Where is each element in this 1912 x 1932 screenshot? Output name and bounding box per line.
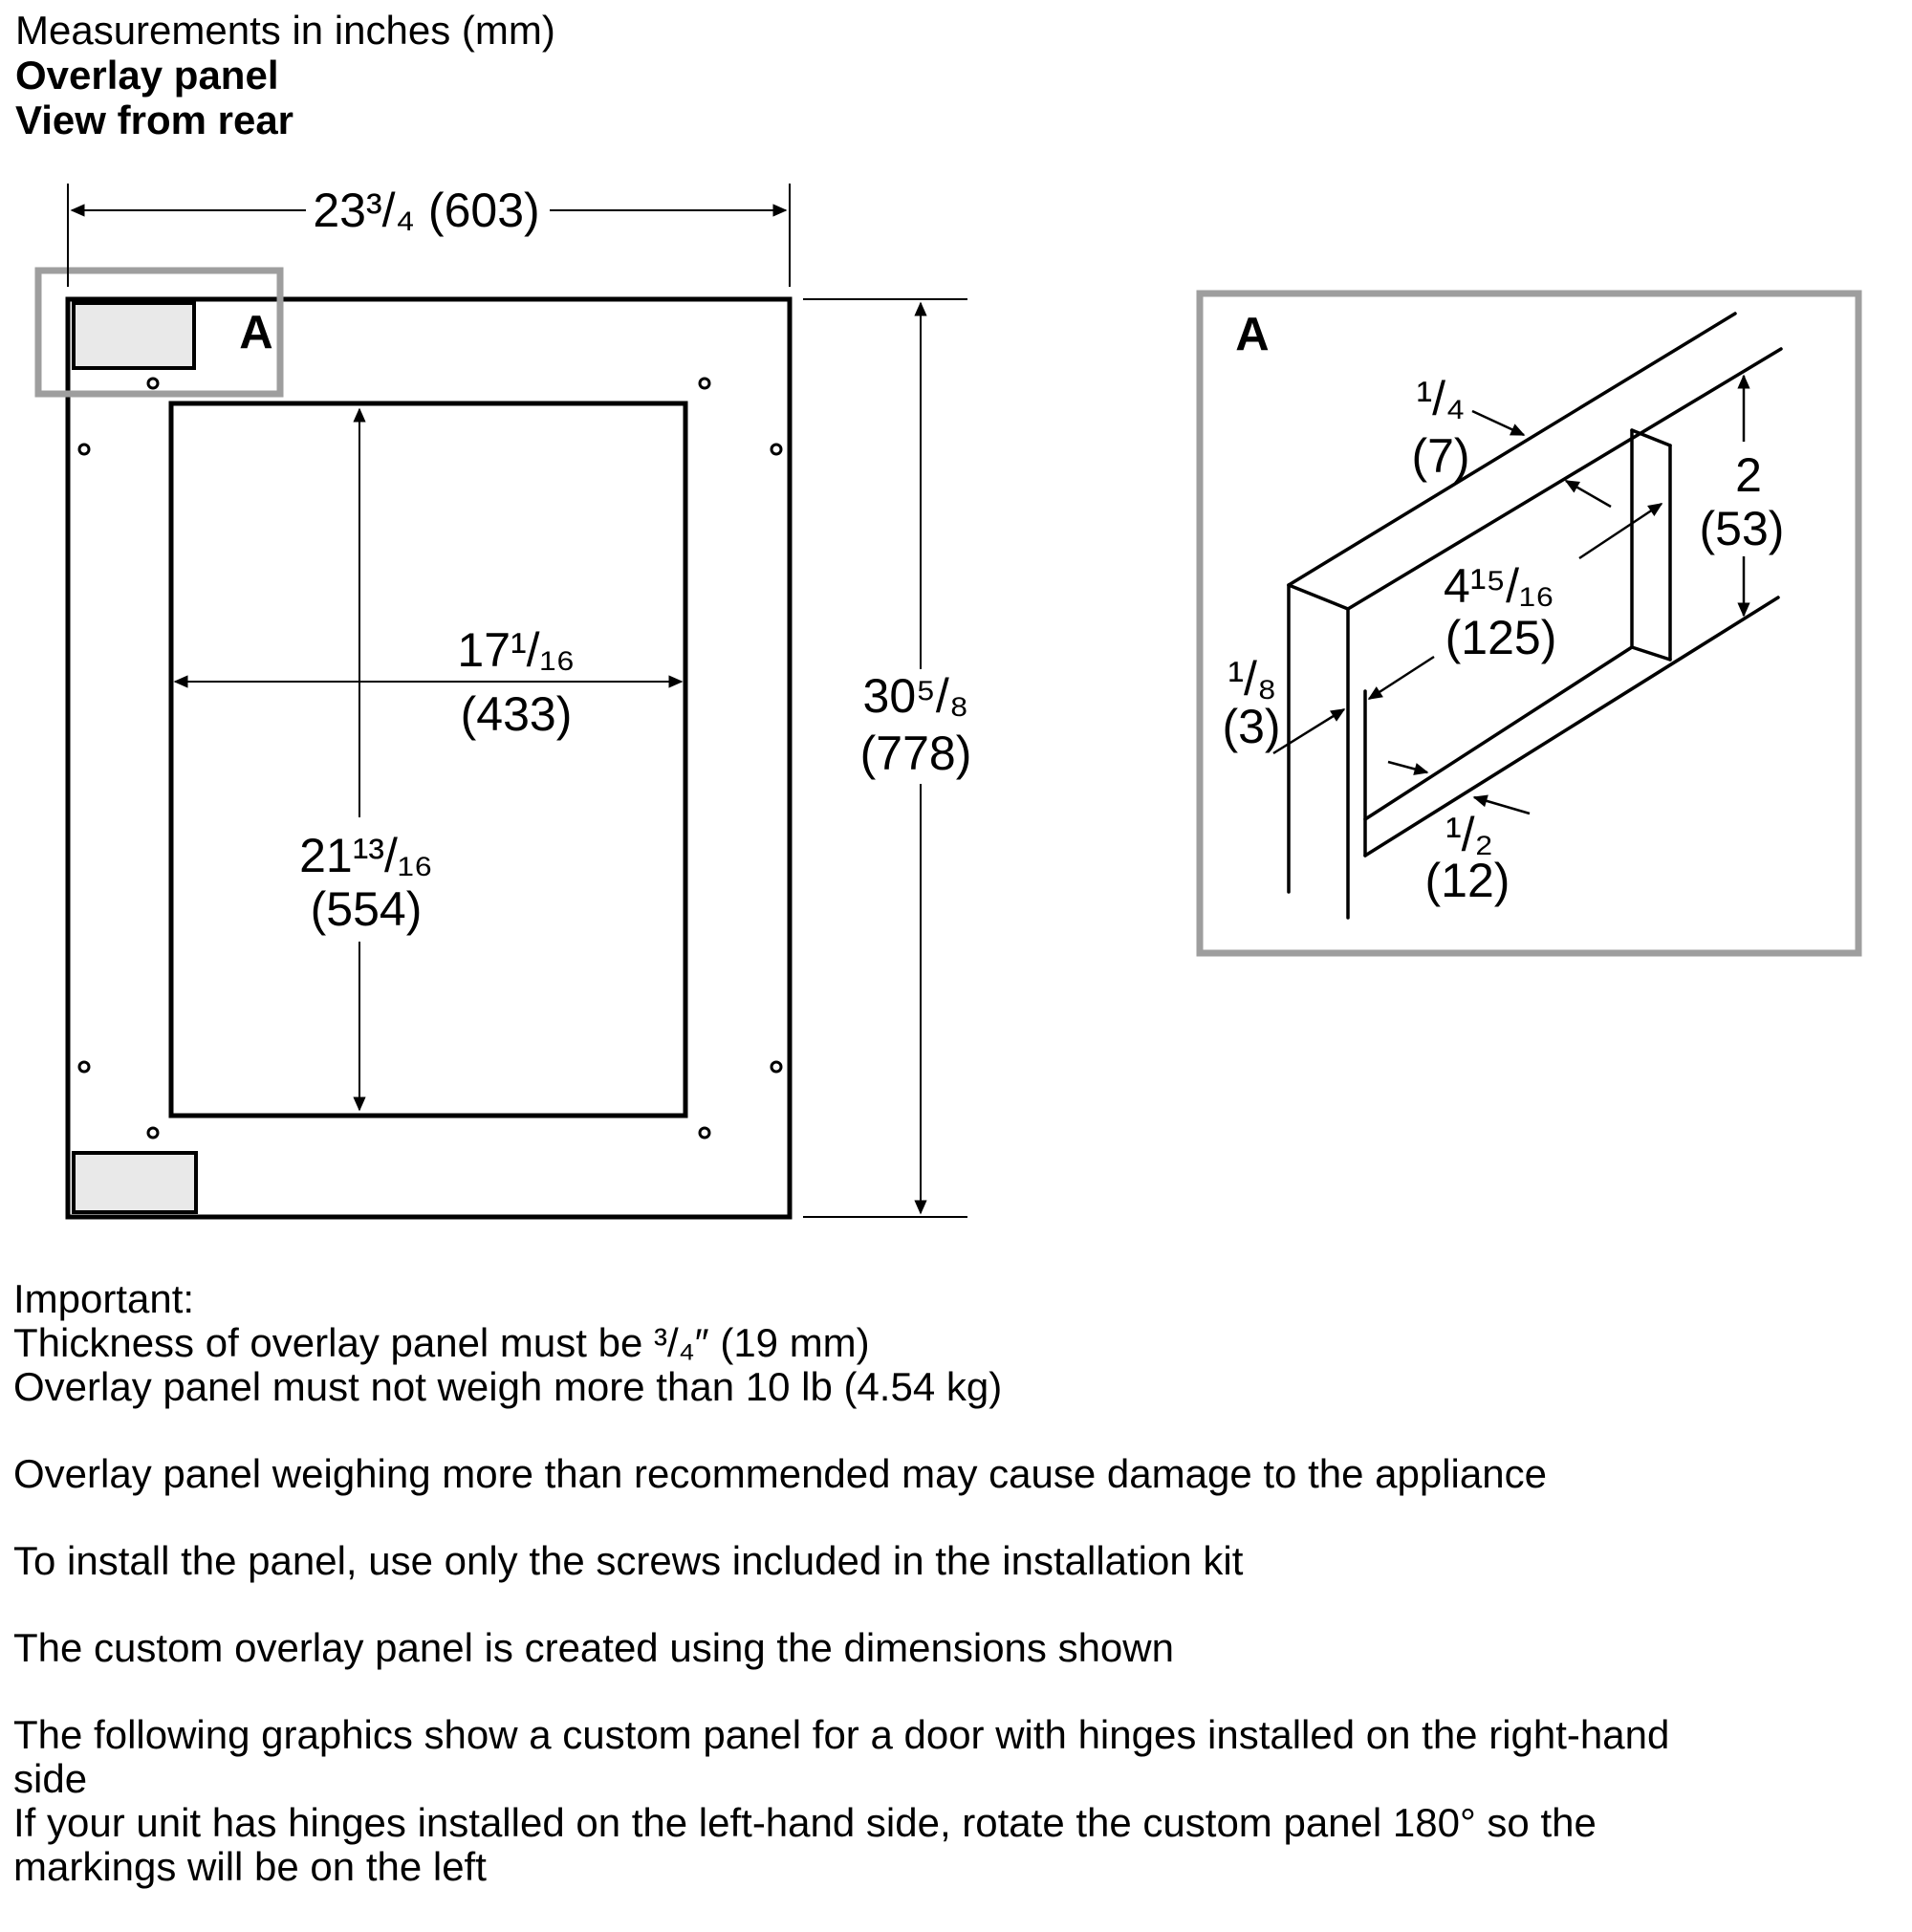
dim-arrow-right [1578, 502, 1663, 560]
note-line: Overlay panel weighing more than recomme… [13, 1451, 1547, 1496]
dim-panel-height-in: 30⁵/₈ [863, 669, 969, 723]
cutout-outline [168, 401, 688, 1118]
recess-rect-top [72, 301, 196, 370]
screw-hole [77, 1060, 91, 1074]
dim-panel-height [803, 298, 967, 1218]
screw-hole [146, 1126, 160, 1140]
note-line: Important: [13, 1276, 195, 1321]
screw-hole [146, 377, 160, 390]
dim-panel-width [67, 184, 791, 287]
header-units-line: Measurements in inches (mm) [15, 8, 555, 53]
screw-holes [77, 377, 783, 1140]
dim-panel-height-mm: (778) [860, 727, 972, 780]
leader-arrow-recess-left [1272, 707, 1346, 755]
dim-recess-length-in: 4¹⁵/₁₆ [1444, 559, 1554, 613]
header-title: Overlay panel [15, 53, 279, 98]
dim-recess-top [1471, 409, 1612, 509]
dim-recess-length [1367, 502, 1663, 701]
dim-recess-length-mm: (125) [1445, 611, 1557, 664]
panel-top-edge-inner [1346, 347, 1783, 611]
screw-hole [770, 443, 783, 456]
dim-recess-top-mm: (7) [1411, 429, 1469, 483]
screw-hole [770, 1060, 783, 1074]
note-hinges: The following graphics show a custom pan… [13, 1713, 1669, 1889]
dim-panel-width-text: 23³/₄(603) [313, 184, 539, 237]
detail-label: A [1235, 309, 1269, 360]
dim-cutout-width-mm: (433) [461, 687, 573, 741]
dim-recess-left-in: ¹/₈ [1228, 652, 1276, 706]
note-screws: To install the panel, use only the screw… [13, 1539, 1669, 1583]
leader-arrow [1387, 760, 1429, 775]
note-line: The following graphics show a custom pan… [13, 1712, 1670, 1757]
recess-lip-lower [1363, 596, 1780, 857]
note-important: Important: Thickness of overlay panel mu… [13, 1277, 1669, 1409]
note-line: To install the panel, use only the screw… [13, 1538, 1244, 1583]
screw-hole [698, 377, 711, 390]
detail-box [1196, 290, 1862, 957]
dim-recess-bottom-mm: (12) [1425, 854, 1510, 907]
dim-recess-bottom [1387, 760, 1531, 815]
screw-hole [77, 443, 91, 456]
screw-hole [698, 1126, 711, 1140]
dim-recess-top-in: ¹/₄ [1417, 372, 1466, 425]
note-dimensions: The custom overlay panel is created usin… [13, 1626, 1669, 1670]
note-line: Overlay panel must not weigh more than 1… [13, 1364, 1003, 1409]
recess-lip-upper [1363, 645, 1634, 821]
leader-arrow [1564, 479, 1612, 509]
dim-recess-height-in: 2 [1735, 448, 1762, 502]
dim-cutout-height-in: 21¹³/₁₆ [299, 829, 433, 882]
note-weight-warning: Overlay panel weighing more than recomme… [13, 1452, 1669, 1496]
header-subtitle: View from rear [15, 98, 294, 142]
note-line: If your unit has hinges installed on the… [13, 1800, 1597, 1845]
leader-arrow [1471, 409, 1526, 437]
installation-notes: Important: Thickness of overlay panel mu… [13, 1277, 1669, 1932]
note-line: The custom overlay panel is created usin… [13, 1625, 1174, 1670]
right-wall-bottom-cap [1630, 645, 1672, 662]
panel-rear-view: A 23³/₄(603) 30⁵/₈ (778) 17¹/₁₆ (433) [34, 184, 972, 1220]
dim-cutout-height-mm: (554) [311, 882, 423, 936]
overlay-panel-drawing: A 23³/₄(603) 30⁵/₈ (778) 17¹/₁₆ (433) [34, 184, 1862, 1220]
right-wall-top-cap [1630, 428, 1672, 447]
corner-jog [1287, 583, 1350, 611]
dim-arrow-left [1367, 655, 1435, 701]
recess-isometric [1287, 312, 1783, 920]
dim-recess-bottom-in: ¹/₂ [1445, 808, 1493, 861]
leader-arrow [1472, 794, 1531, 815]
detail-a-view: A ¹/₄ (7) 2 (53) [1196, 290, 1862, 957]
callout-label: A [239, 307, 272, 358]
page-header: Measurements in inches (mm) Overlay pane… [15, 8, 555, 142]
note-line: Thickness of overlay panel must be ³/₄″ … [13, 1320, 870, 1365]
note-line: markings will be on the left [13, 1844, 487, 1889]
panel-top-edge-outer [1287, 312, 1737, 587]
recess-rect-bottom [72, 1151, 198, 1214]
detail-callout-box [34, 267, 284, 398]
dim-cutout-width-in: 17¹/₁₆ [457, 623, 575, 677]
note-line: side [13, 1756, 88, 1801]
dim-recess-height-mm: (53) [1700, 502, 1785, 555]
dim-recess-left-mm: (3) [1222, 700, 1280, 753]
